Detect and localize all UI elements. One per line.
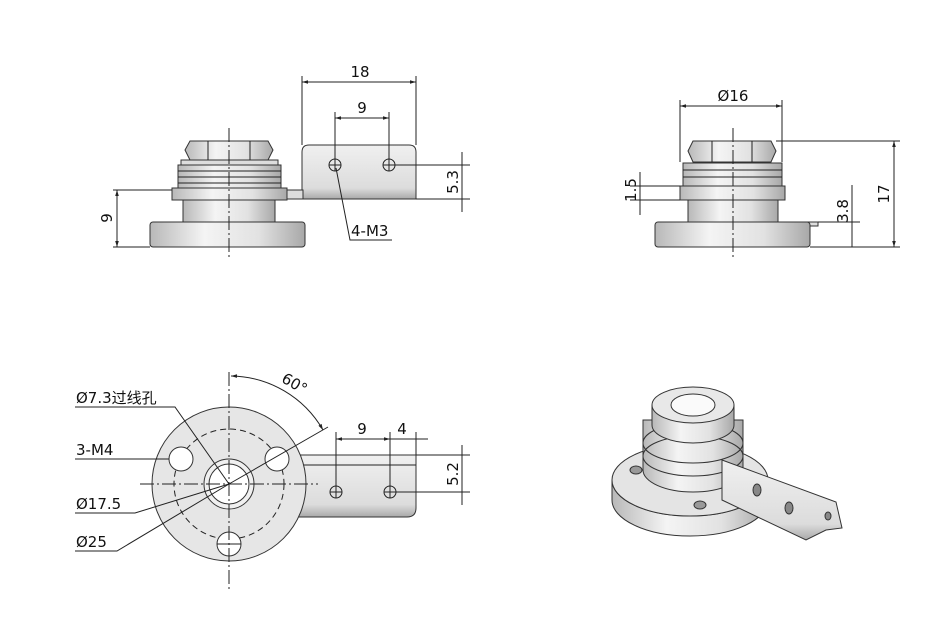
label-4-m3: 4-M3: [351, 222, 388, 240]
front-view: 18 9 5.3 9 4-M3: [98, 63, 470, 260]
m4-hole-2: [264, 446, 290, 472]
label-pcd: Ø17.5: [76, 495, 121, 513]
label-3-m4: 3-M4: [76, 441, 113, 459]
dim-height-9: 9: [98, 213, 116, 223]
bracket-hole-1: [328, 158, 342, 172]
dim-angle-60: 60°: [278, 369, 310, 398]
dim-pitch-9b: 9: [357, 420, 367, 438]
dim-width-18: 18: [350, 63, 369, 81]
dim-height-17: 17: [875, 184, 893, 203]
label-bore: Ø7.3过线孔: [76, 389, 157, 407]
dim-1-5: 1.5: [622, 178, 640, 202]
label-od: Ø25: [76, 533, 107, 551]
top-view: 60° 9 4 5.2 Ø7.3过线孔 3-M4 Ø17.5 Ø25: [75, 369, 470, 590]
side-view: Ø16 17 3.8 1.5: [622, 87, 900, 258]
dim-height-5-3: 5.3: [444, 170, 462, 194]
bracket: [301, 144, 417, 200]
base-flange: [149, 221, 306, 248]
dim-pitch-9: 9: [357, 99, 367, 117]
dim-3-8: 3.8: [834, 199, 852, 223]
dim-edge-4: 4: [397, 420, 407, 438]
dim-5-2: 5.2: [444, 462, 462, 486]
m4-hole-1: [168, 446, 194, 472]
dim-dia-16: Ø16: [718, 87, 749, 105]
bracket-hole-4: [383, 485, 397, 499]
bracket-hole-2: [382, 158, 396, 172]
bracket-hole-3: [329, 485, 343, 499]
iso-bracket: [721, 459, 843, 541]
isometric-view: [611, 386, 843, 541]
